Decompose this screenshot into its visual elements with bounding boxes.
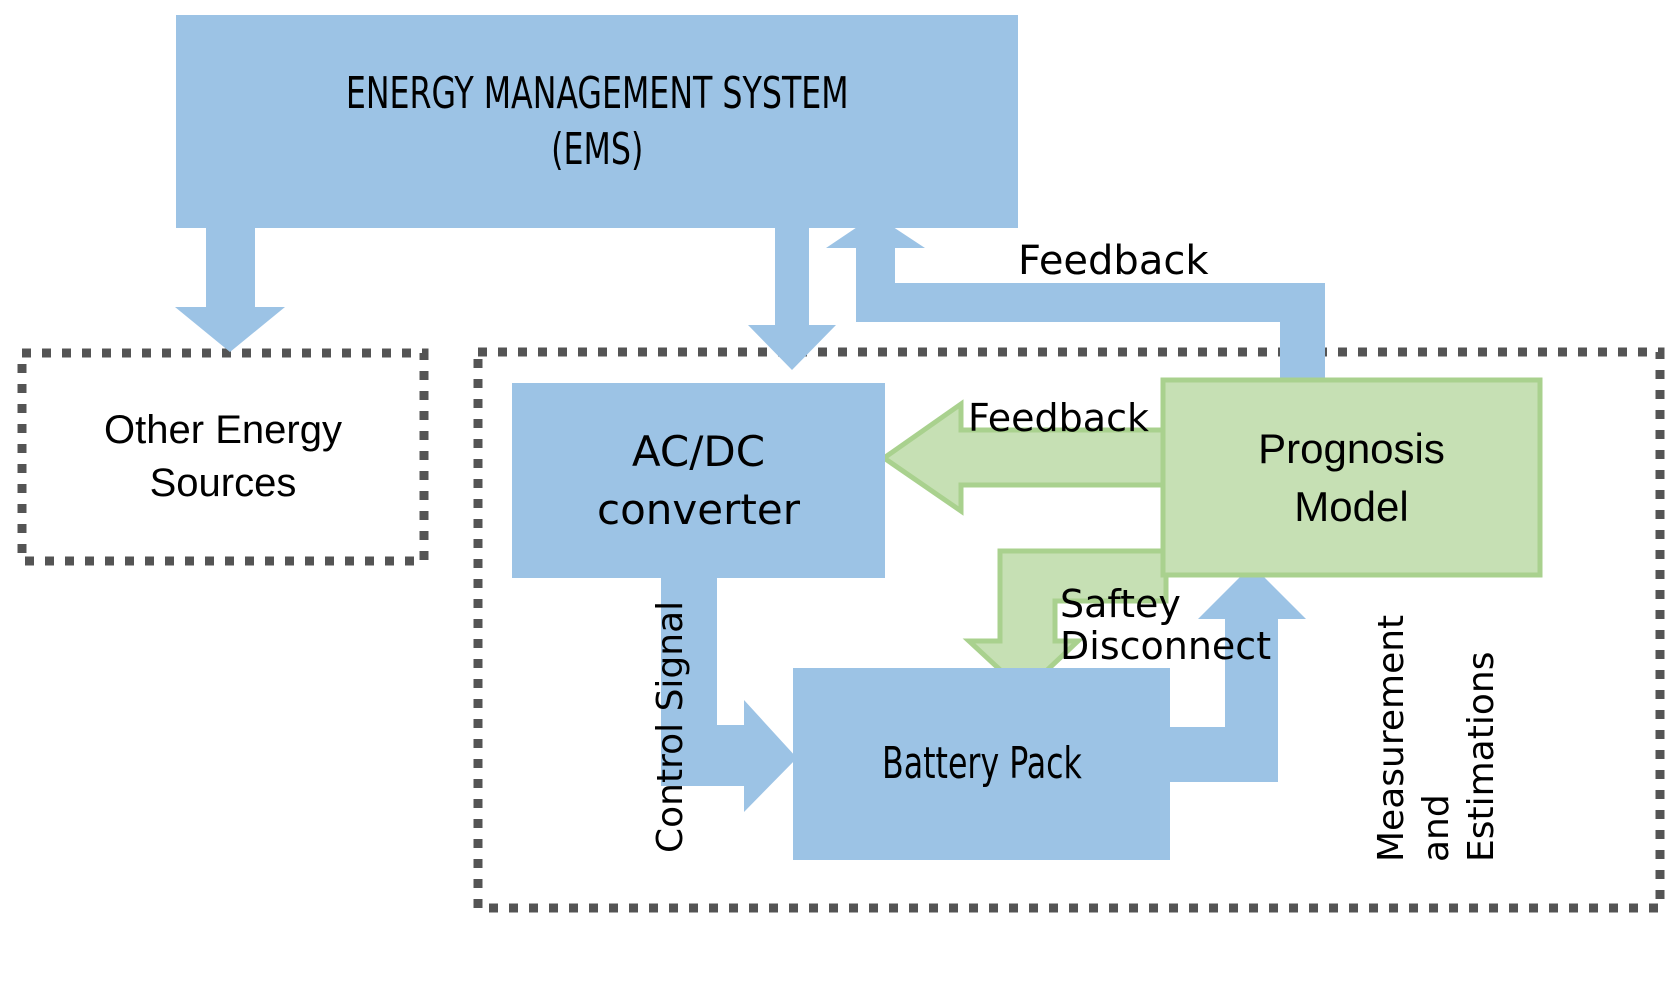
arrow-safety-disconnect-prognosis-to-battery [962,548,1169,696]
arrow-ems-to-other-sources [175,228,285,352]
arrow-feedback-prognosis-to-ems [826,215,1325,384]
arrow-feedback-prognosis-to-acdc [879,399,1169,516]
battery-system-dotted-container [473,347,1665,913]
arrow-ems-to-battery-system [748,228,836,370]
acdc-converter-box [512,383,885,578]
arrow-control-signal-acdc-to-battery [661,578,797,812]
arrow-measurement-battery-to-prognosis [1170,565,1306,782]
energy-management-system-box [176,15,1018,228]
prognosis-model-box [1160,377,1543,578]
other-energy-sources-dotted-container [17,348,429,566]
battery-pack-box [793,668,1170,860]
